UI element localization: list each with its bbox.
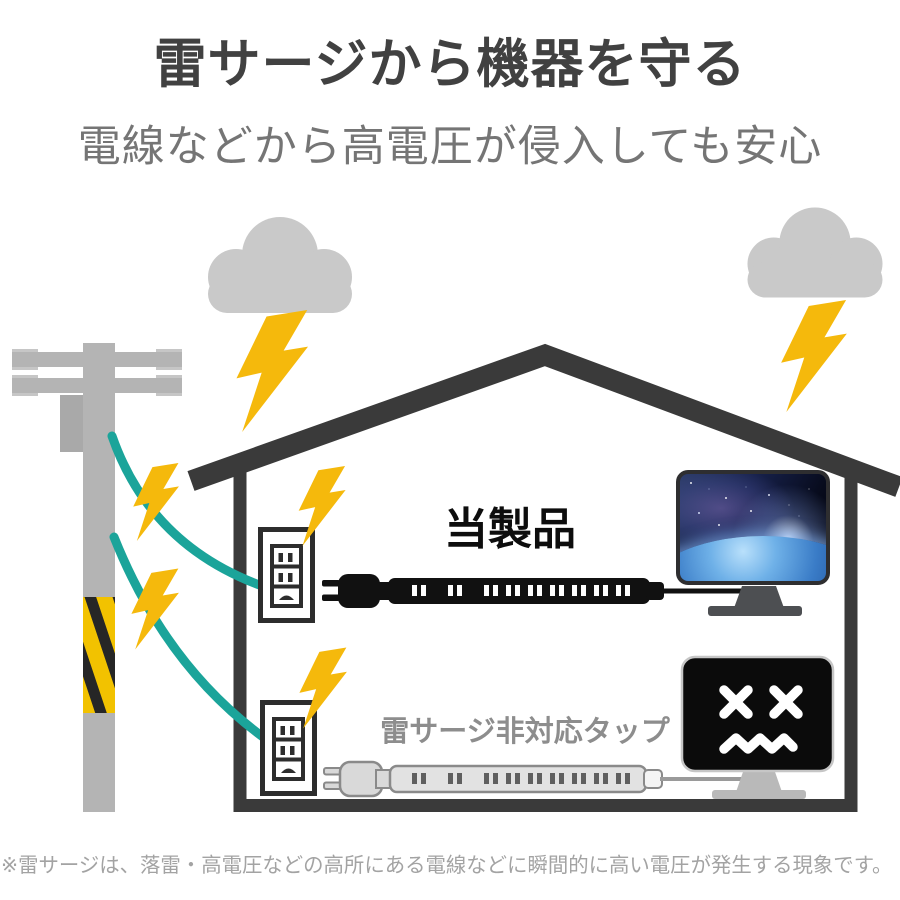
wall-outlet <box>261 530 313 621</box>
dead-face-icon <box>719 685 803 754</box>
strip-outlet-slots <box>412 773 630 784</box>
utility-pole <box>12 343 182 812</box>
product-label: 当製品 <box>444 505 576 554</box>
house-roof <box>187 343 900 497</box>
power-plug-icon <box>338 574 380 608</box>
non-surge-label: 雷サージ非対応タップ <box>380 716 670 748</box>
page-subtitle: 電線などから高電圧が侵入しても安心 <box>77 123 823 171</box>
footnote: ※雷サージは、落雷・高電圧などの高所にある電線などに瞬間的に高い電圧が発生する現… <box>1 855 893 877</box>
power-line-wire <box>109 532 268 742</box>
lightning-icon <box>781 300 847 412</box>
storm-cloud-icon <box>208 217 352 313</box>
lightning-icon <box>236 310 309 432</box>
monitor-stand <box>708 586 802 616</box>
monitor-screen-space <box>676 470 830 585</box>
house-outline <box>187 343 900 812</box>
monitor-screen-dead <box>680 655 835 773</box>
damaged-monitor <box>680 655 835 799</box>
house-walls <box>233 464 858 812</box>
non-surge-power-strip <box>323 760 742 798</box>
page-title: 雷サージから機器を守る <box>153 35 747 94</box>
wall-outlet <box>263 703 315 794</box>
storm-cloud-icon <box>747 207 883 298</box>
power-line-wire <box>107 431 267 591</box>
surge-protected-power-strip <box>322 574 742 608</box>
pole-transformer <box>60 395 83 452</box>
strip-outlet-slots <box>412 585 630 596</box>
